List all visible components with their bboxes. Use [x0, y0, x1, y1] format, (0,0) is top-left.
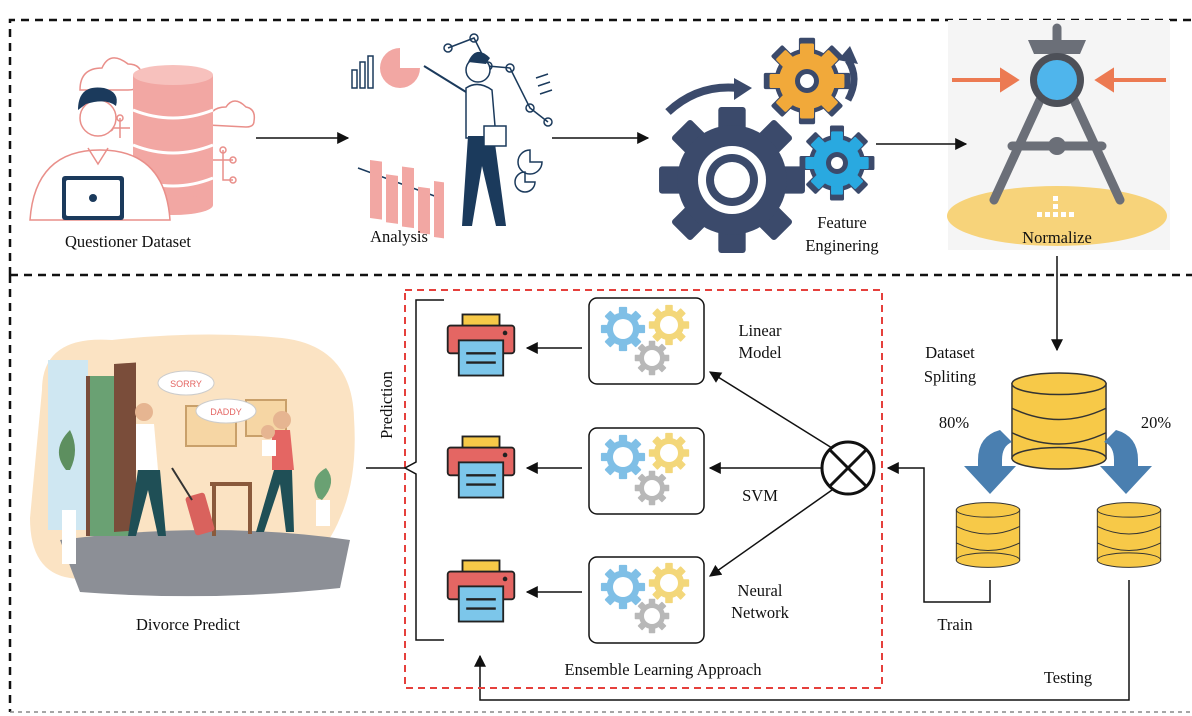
label-prediction: Prediction [377, 371, 396, 439]
pie-chart-icon [380, 48, 420, 88]
label-analysis: Analysis [370, 227, 428, 246]
model-box-neural [588, 556, 705, 644]
printer-icon [446, 559, 516, 623]
label-questioner-dataset: Questioner Dataset [65, 232, 191, 251]
person-at-laptop [29, 87, 171, 221]
label-neural-2: Network [731, 603, 789, 622]
label-linear-2: Model [738, 343, 781, 362]
model-box-linear [588, 297, 705, 385]
test-database-icon [1096, 502, 1162, 568]
label-train: Train [937, 615, 972, 634]
arrow-testing-to-ensemble [474, 580, 1130, 701]
train-database-icon [955, 502, 1021, 568]
region-borders [8, 18, 1192, 712]
combiner-arrows [708, 371, 833, 577]
label-testing: Testing [1044, 668, 1092, 687]
label-svm: SVM [742, 486, 778, 505]
label-dataset-spliting-2: Spliting [924, 367, 976, 386]
label-feature-1: Feature [817, 213, 866, 232]
label-linear-1: Linear [738, 321, 782, 340]
label-normalize: Normalize [1022, 228, 1092, 247]
combiner-node [820, 440, 876, 496]
label-neural-1: Neural [738, 581, 783, 600]
analysis-illustration [351, 33, 553, 239]
labels: Questioner Dataset Analysis Feature Engi… [65, 213, 1171, 687]
top-region-border [8, 18, 1192, 275]
dataset-splitting [955, 372, 1162, 568]
cloud-icon [79, 57, 143, 91]
compress-arrows-icon [952, 67, 1166, 93]
ensemble-box [404, 289, 883, 689]
printer-icon [446, 435, 516, 499]
bar-chart-icon [370, 160, 444, 239]
speech-daddy-text: DADDY [210, 407, 242, 417]
label-feature-2: Enginering [805, 236, 878, 255]
printer-icon [446, 313, 516, 377]
arrow-train-to-combiner [886, 462, 991, 603]
test-split-arrow-icon [1100, 430, 1152, 494]
label-dataset-spliting-1: Dataset [925, 343, 975, 362]
label-ensemble-title: Ensemble Learning Approach [564, 660, 762, 679]
network-icon [443, 33, 553, 193]
speech-bubble-sorry [157, 370, 215, 396]
feature-engineering-gears [659, 37, 875, 253]
train-split-arrow-icon [964, 430, 1016, 494]
cloud-icon [207, 100, 256, 128]
mini-bars-icon [351, 55, 374, 89]
woman-with-child [256, 411, 294, 532]
main-database-icon [1011, 372, 1107, 470]
questioner-dataset-illustration [29, 57, 256, 221]
man-with-suitcase [128, 403, 215, 536]
top-flow-arrows [256, 132, 1063, 352]
curved-arrow-icon [734, 78, 752, 100]
label-train-pct: 80% [939, 413, 970, 432]
model-box-svm [588, 427, 705, 515]
label-test-pct: 20% [1141, 413, 1172, 432]
prediction-brace [403, 299, 444, 641]
label-divorce-predict: Divorce Predict [136, 615, 240, 634]
speech-sorry-text: SORRY [170, 379, 202, 389]
normalize-illustration [947, 20, 1170, 250]
model-to-printer-arrows [525, 342, 582, 598]
divorce-illustration: SORRY DADDY [30, 334, 355, 597]
dot-pattern [1037, 196, 1074, 217]
speech-bubble-daddy [195, 398, 257, 424]
analyst-person [423, 51, 507, 226]
